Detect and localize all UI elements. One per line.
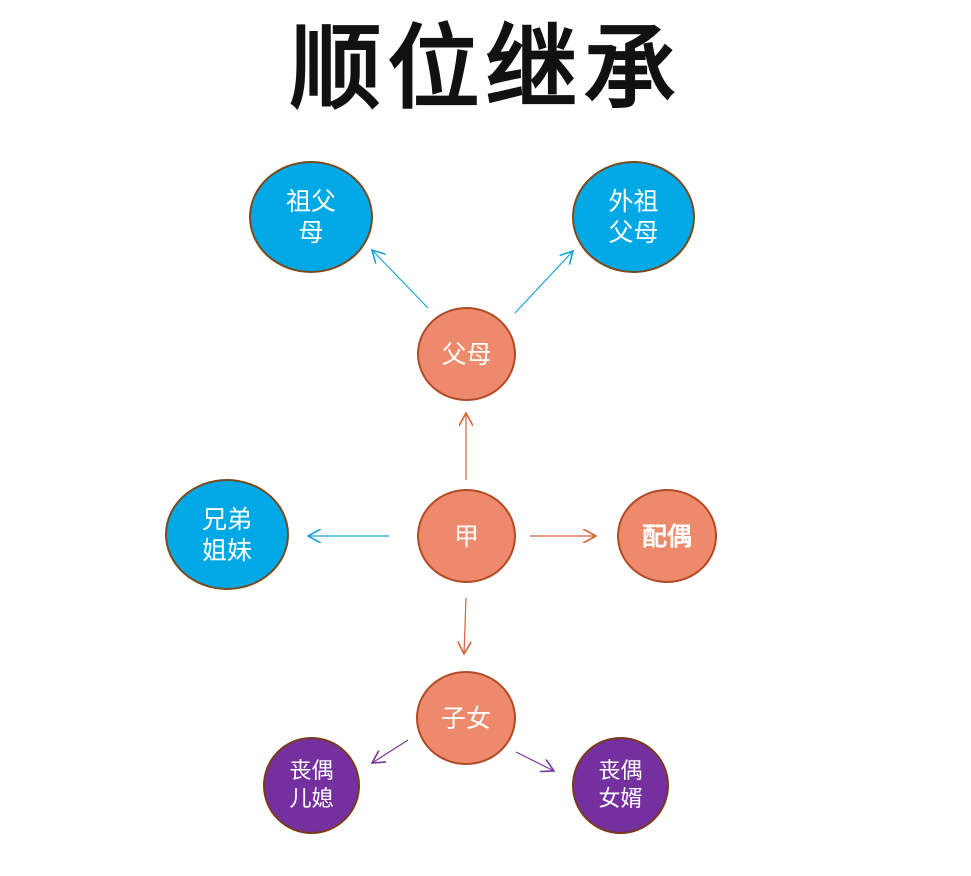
node-grandparents: 祖父 母 bbox=[249, 161, 373, 273]
node-children: 子女 bbox=[416, 671, 516, 765]
node-self-label: 甲 bbox=[453, 521, 479, 551]
arrow-self-to-children bbox=[464, 597, 466, 654]
node-siblings-label: 兄弟 姐妹 bbox=[201, 504, 252, 565]
node-spouse-label: 配偶 bbox=[641, 521, 692, 551]
arrow-parents-to-grandparents bbox=[372, 250, 429, 309]
arrow-children-to-widowed-daughter-in-law bbox=[372, 739, 409, 763]
node-maternal-grandparents-label: 外祖 父母 bbox=[608, 187, 659, 247]
node-spouse: 配偶 bbox=[617, 489, 717, 583]
arrow-children-to-widowed-son-in-law bbox=[515, 751, 554, 771]
node-widowed-son-in-law: 丧偶 女婿 bbox=[572, 737, 669, 834]
node-widowed-son-in-law-label: 丧偶 女婿 bbox=[598, 758, 643, 812]
node-self: 甲 bbox=[417, 489, 516, 583]
node-maternal-grandparents: 外祖 父母 bbox=[572, 161, 695, 273]
node-siblings: 兄弟 姐妹 bbox=[165, 479, 289, 590]
node-widowed-daughter-in-law-label: 丧偶 儿媳 bbox=[289, 758, 334, 812]
arrow-parents-to-maternal-grandparents bbox=[514, 251, 573, 314]
node-parents-label: 父母 bbox=[441, 339, 492, 369]
page-title: 顺位继承 bbox=[289, 14, 682, 122]
node-widowed-daughter-in-law: 丧偶 儿媳 bbox=[263, 737, 360, 834]
node-parents: 父母 bbox=[417, 307, 516, 401]
node-children-label: 子女 bbox=[440, 703, 491, 733]
node-grandparents-label: 祖父 母 bbox=[285, 187, 336, 247]
